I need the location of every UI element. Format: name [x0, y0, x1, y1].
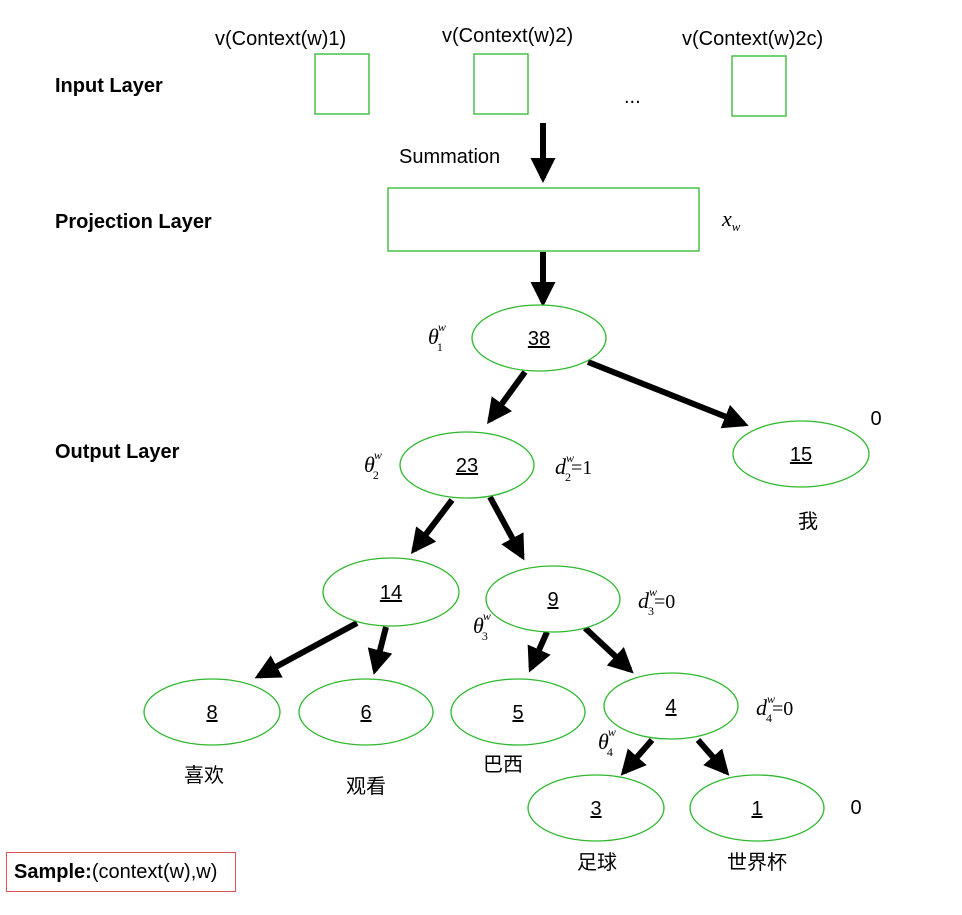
sample-box: Sample:(context(w),w) — [6, 852, 236, 892]
node-5 — [450, 678, 586, 746]
word-baxi: 巴西 — [483, 752, 523, 776]
edge-4-1 — [695, 738, 730, 776]
projection-symbol: xw — [721, 206, 741, 234]
node-23 — [399, 431, 535, 499]
input-vector-box-1 — [314, 53, 370, 115]
word-xihuan: 喜欢 — [184, 763, 224, 787]
context-vector-1-label: v(Context(w)1) — [215, 28, 346, 50]
ellipsis: ... — [624, 86, 641, 108]
summation-label: Summation — [399, 146, 500, 168]
node-23-value: 23 — [456, 455, 478, 477]
context-vector-2c-label: v(Context(w)2c) — [682, 28, 823, 50]
node-8-value: 8 — [206, 702, 217, 724]
input-layer-label: Input Layer — [55, 75, 163, 97]
node-15-value: 15 — [790, 444, 812, 466]
edge-23-14 — [410, 498, 455, 555]
input-vector-box-2c — [731, 55, 787, 117]
output-layer-label: Output Layer — [55, 441, 180, 463]
projection-layer-label: Projection Layer — [55, 211, 212, 233]
edge-9-5 — [527, 630, 551, 673]
projection-box — [387, 187, 700, 252]
word-guankan: 观看 — [346, 774, 386, 798]
node-15 — [732, 420, 870, 488]
node-1 — [689, 774, 825, 842]
node-6-value: 6 — [360, 702, 371, 724]
edge-38-15 — [586, 359, 749, 429]
node-9 — [485, 565, 621, 633]
edge-9-4 — [582, 625, 634, 674]
node-3 — [527, 774, 665, 842]
sample-value: (context(w),w) — [91, 860, 218, 883]
node-4-value: 4 — [665, 696, 676, 718]
context-vector-2-label: v(Context(w)2) — [442, 25, 573, 47]
node-9-value: 9 — [547, 589, 558, 611]
sample-label: Sample: — [14, 860, 92, 883]
node-14 — [322, 557, 460, 627]
code-right-top: 0 — [870, 408, 881, 430]
node-14-value: 14 — [380, 582, 402, 604]
edge-4-3 — [620, 738, 655, 776]
node-8 — [143, 678, 281, 746]
edge-14-8 — [254, 620, 359, 679]
node-38-value: 38 — [528, 328, 550, 350]
edge-38-23 — [487, 370, 528, 425]
word-zuqiu: 足球 — [577, 850, 617, 874]
word-wo: 我 — [798, 509, 818, 533]
edge-23-9 — [487, 495, 525, 561]
input-vector-box-2 — [473, 53, 529, 115]
node-6 — [298, 678, 434, 746]
node-5-value: 5 — [512, 702, 523, 724]
code-right-bottom: 0 — [850, 797, 861, 819]
node-4 — [603, 672, 739, 740]
word-shijiebei: 世界杯 — [727, 850, 787, 874]
node-1-value: 1 — [751, 798, 762, 820]
node-3-value: 3 — [590, 798, 601, 820]
edge-14-6 — [367, 626, 393, 675]
node-38 — [471, 304, 607, 372]
